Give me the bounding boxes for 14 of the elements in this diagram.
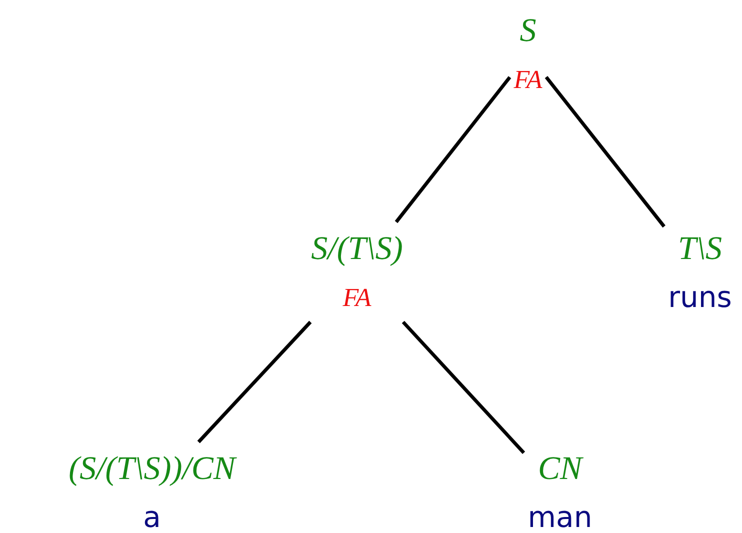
word-label: man <box>528 499 592 533</box>
category-label: T\S <box>678 230 722 269</box>
category-label: (S/(T\S))/CN <box>68 450 236 489</box>
rule-label: FA <box>514 64 542 96</box>
category-label: CN <box>538 450 582 489</box>
word-label: a <box>143 499 161 533</box>
category-label: S <box>520 12 536 51</box>
category-label: S/(T\S) <box>311 230 403 269</box>
tree-branch <box>402 320 526 454</box>
tree-branch <box>544 76 666 228</box>
word-label: runs <box>668 279 732 316</box>
rule-label: FA <box>342 282 372 314</box>
tree-branch <box>394 76 512 224</box>
tree-branch <box>197 320 312 444</box>
